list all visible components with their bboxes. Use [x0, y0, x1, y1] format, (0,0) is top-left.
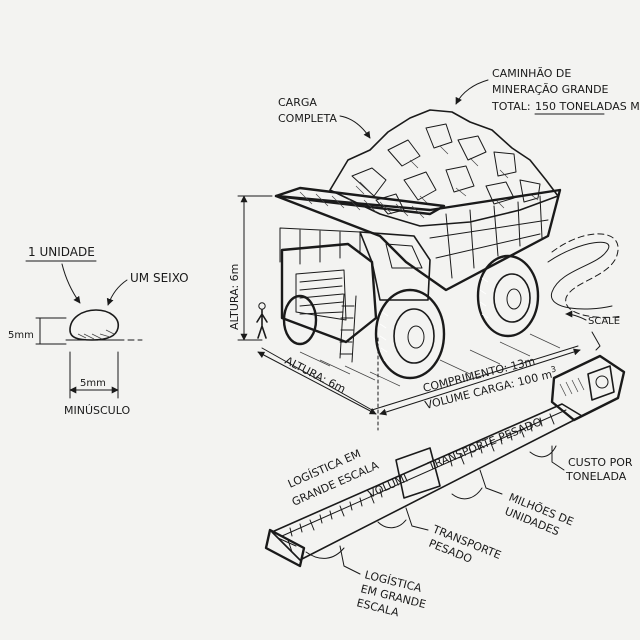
scale-bracket: [591, 331, 601, 351]
load-label-group: CARGA COMPLETA: [278, 96, 371, 139]
base-height-label: ALTURA: 6m: [283, 354, 348, 396]
tape-inner-edge: [281, 409, 567, 537]
title-total-prefix: TOTAL:: [491, 100, 531, 113]
ore-load: [329, 109, 559, 227]
logistics-leader: [339, 545, 361, 575]
pebble-caption: MINÚSCULO: [64, 404, 130, 417]
human-scale-figure: [256, 302, 268, 339]
dump-canopy: [274, 186, 446, 216]
scale-label: SCALE: [588, 316, 620, 327]
scale-arrow: [565, 310, 587, 321]
tape-case-knob: [595, 375, 609, 389]
cost-label-line2: TONELADA: [565, 470, 627, 483]
access-ladder: [339, 293, 357, 363]
cost-label-line1: CUSTO POR: [568, 456, 633, 469]
cab-window: [385, 243, 423, 269]
canopy-hatching: [299, 191, 425, 219]
load-label-line1: CARGA: [278, 96, 317, 109]
load-label-arrow: [339, 115, 371, 139]
pebble-name-arrow: [106, 279, 128, 306]
pebble-shading: [77, 329, 115, 340]
pebble-width-label: 5mm: [80, 378, 106, 389]
title-total-value: 150 TONELADAS MÁX.: [535, 100, 640, 113]
volume-superscript: 3: [550, 365, 557, 375]
tape-case-hatching: [559, 377, 585, 397]
front-right-wheel: [282, 294, 318, 346]
dump-body: [274, 188, 562, 292]
tape-fold: [395, 447, 441, 499]
road-edge-1: [547, 241, 613, 310]
load-label-line2: COMPLETA: [278, 112, 337, 125]
pebble-name-label: UM SEIXO: [130, 271, 189, 285]
pebble-height-label: 5mm: [8, 330, 34, 341]
tape-case: [550, 354, 626, 422]
length-dim-line: [379, 348, 581, 416]
tape-hook-detail: [277, 537, 297, 553]
mining-truck: ALTURA: 6m ALTURA: 6m COMPRIMENTO: 13m V…: [228, 109, 623, 431]
tape-braces: [305, 445, 557, 559]
front-left-wheel: [374, 288, 446, 380]
transport-leader: [405, 507, 429, 531]
title-line1: CAMINHÃO DE: [492, 67, 571, 80]
base-dim-line: [257, 351, 377, 415]
dump-ribs: [429, 195, 549, 279]
handrail: [279, 227, 361, 265]
pebble-group: 1 UNIDADE UM SEIXO 5mm 5mm MINÚSCULO: [8, 245, 189, 417]
radiator-grille: [295, 269, 347, 321]
ore-hatching: [355, 145, 539, 209]
truck-front: [280, 242, 378, 344]
road-edge-2: [551, 233, 623, 318]
unit-label: 1 UNIDADE: [28, 245, 95, 259]
tape-case-face: [587, 365, 615, 401]
unit-arrow: [61, 263, 81, 304]
tape-end-hook: [264, 528, 306, 568]
height-vertical-label: ALTURA: 6m: [228, 264, 241, 330]
ore-rocks-detail: [351, 123, 541, 215]
title-line2: MINERAÇÃO GRANDE: [492, 83, 609, 96]
title-arrow: [455, 79, 489, 105]
pebble-rock: [69, 309, 120, 341]
millions-leader: [479, 469, 503, 495]
title-block: CAMINHÃO DE MINERAÇÃO GRANDE TOTAL: 150 …: [455, 67, 640, 115]
tape-ticks: [289, 413, 555, 537]
cab: [359, 231, 431, 301]
rear-wheel: [476, 254, 540, 338]
